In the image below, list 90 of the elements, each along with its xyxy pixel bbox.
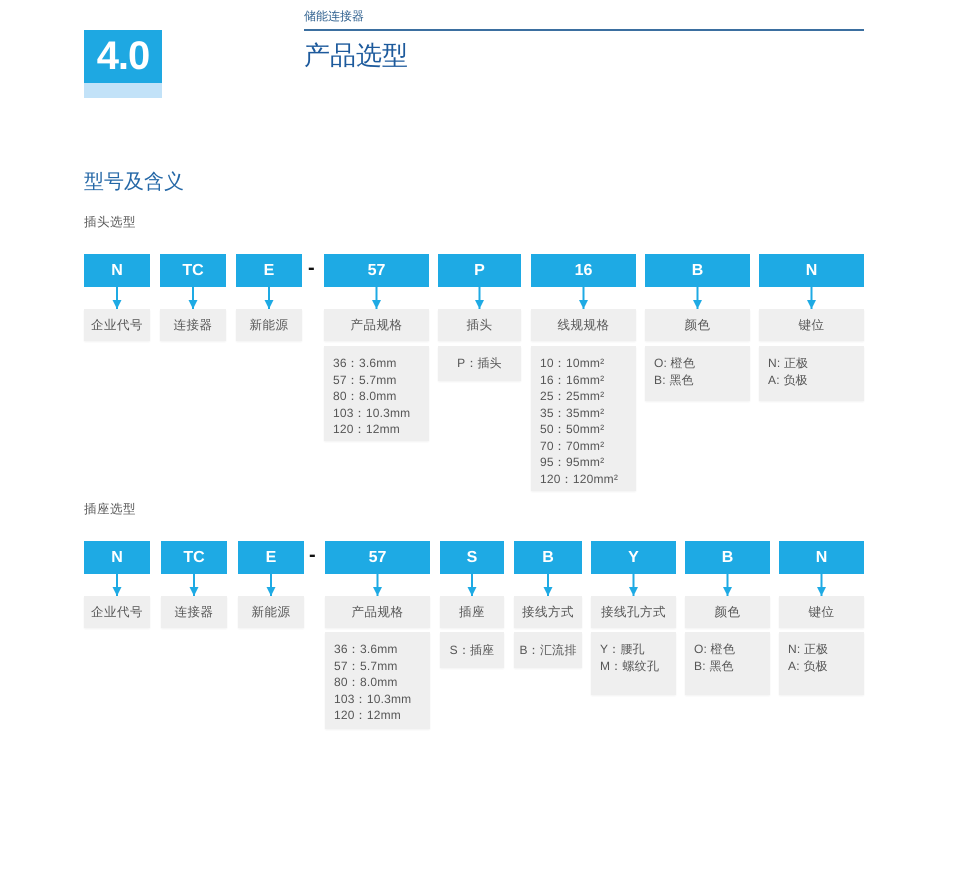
header-text: 储能连接器 [304,8,364,25]
option-text: 70：70mm² [540,438,604,454]
arrow [112,287,122,309]
arrow [468,574,476,596]
model-code-box: TC [160,254,226,287]
separator-dash: - [308,258,315,278]
option-text: 95：95mm² [540,454,604,470]
model-code-box: N [759,254,864,287]
code-meaning-box: 线规规格 [531,309,636,341]
option-text: 120：12mm [333,421,400,438]
code-meaning-box: 插座 [440,596,504,628]
arrow [544,574,552,596]
model-code-box: B [514,541,582,574]
option-text: 35：35mm² [540,404,604,421]
section-number-badge: 4.0 [84,30,162,98]
arrow [475,287,484,309]
option-text: P：插头 [457,355,502,372]
code-meaning-box: 产品规格 [325,596,430,628]
option-text: O: 橙色 [654,355,696,372]
code-meaning-box: 键位 [779,596,864,628]
option-text: 103：10.3mm [333,404,410,421]
model-code-box: E [238,541,304,574]
option-text: S：插座 [450,642,494,658]
code-meaning-box: 接线方式 [514,596,582,628]
option-text: 57：5.7mm [334,658,398,674]
option-text: A: 负极 [788,658,828,674]
option-text: 36：3.6mm [333,355,397,372]
code-meaning-box: 插头 [438,309,521,341]
arrow [723,574,732,596]
model-code-box: E [236,254,302,287]
option-text: 25：25mm² [540,388,604,404]
arrow [372,287,381,309]
arrow [112,574,122,596]
model-code-box: 16 [531,254,636,287]
option-text: 50：50mm² [540,421,604,438]
code-meaning-box: 企业代号 [84,596,150,628]
option-text: 80：8.0mm [334,674,398,690]
code-meaning-box: 企业代号 [84,309,150,341]
option-text: Y：腰孔 [600,641,645,658]
arrow [264,287,274,309]
option-text: 80：8.0mm [333,388,397,404]
model-code-box: N [84,541,150,574]
arrow [579,287,588,309]
option-text: O: 橙色 [694,641,736,658]
code-meaning-box: 新能源 [238,596,304,628]
code-meaning-box: 连接器 [161,596,227,628]
option-text: 16：16mm² [540,372,604,388]
code-meaning-box: 新能源 [236,309,302,341]
code-meaning-box: 键位 [759,309,864,341]
option-text: N: 正极 [768,355,808,372]
model-code-box: 57 [325,541,430,574]
option-text: B: 黑色 [654,372,694,388]
model-code-box: P [438,254,521,287]
option-text: 120：12mm [334,707,401,724]
option-text: B：汇流排 [519,642,576,658]
model-code-box: 57 [324,254,429,287]
model-code-box: S [440,541,504,574]
page-title: 产品选型 [304,39,408,72]
subsection-heading: 插头选型 [84,214,136,231]
option-text: 10：10mm² [540,355,604,372]
model-code-box: TC [161,541,227,574]
option-text: 36：3.6mm [334,641,398,658]
arrow [266,574,276,596]
code-meaning-box: 接线孔方式 [591,596,676,628]
arrow [373,574,382,596]
option-text: B: 黑色 [694,658,734,674]
option-text: A: 负极 [768,372,808,388]
option-text: M：螺纹孔 [600,658,659,674]
model-code-box: N [779,541,864,574]
arrow [188,287,198,309]
code-meaning-box: 产品规格 [324,309,429,341]
option-text: 57：5.7mm [333,372,397,388]
arrow [807,287,816,309]
option-text: 103：10.3mm [334,690,412,707]
separator-dash: - [309,545,316,565]
model-code-box: Y [591,541,676,574]
arrow [190,574,198,596]
model-code-box: N [84,254,150,287]
subsection-heading: 插座选型 [84,501,136,518]
code-meaning-box: 颜色 [685,596,770,628]
section-heading: 型号及含义 [84,170,184,195]
option-text: 120：120mm² [540,470,618,487]
code-meaning-box: 连接器 [160,309,226,341]
arrow [817,574,826,596]
option-text: N: 正极 [788,641,828,658]
arrow [693,287,702,309]
code-meaning-box: 颜色 [645,309,750,341]
arrow [629,574,638,596]
model-code-box: B [685,541,770,574]
model-code-box: B [645,254,750,287]
